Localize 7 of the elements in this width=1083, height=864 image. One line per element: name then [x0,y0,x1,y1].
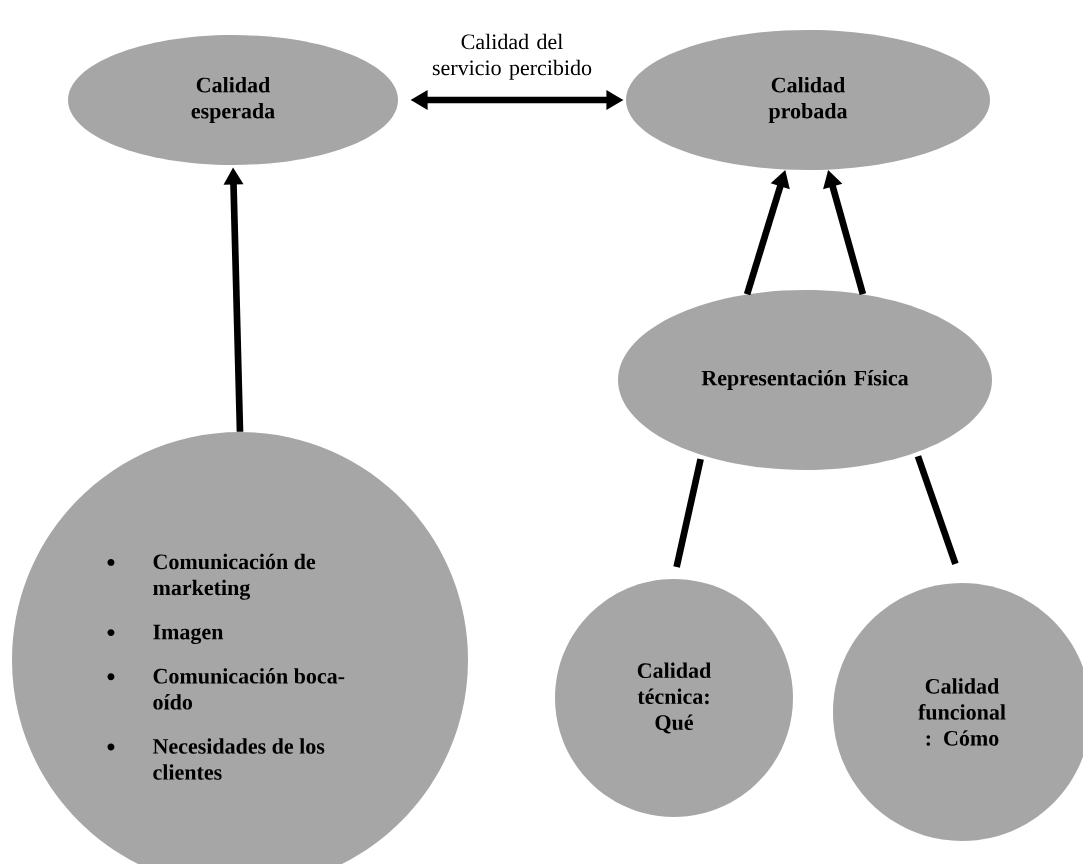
edge-label: Calidad del servicio percibido [432,33,592,80]
connector-line [673,458,704,568]
ellipse-node: Calidad probada [626,30,990,170]
connector-line [914,455,959,565]
ellipse-node: Calidad esperada [68,35,398,165]
circle-node: Calidad técnica: Qué [555,579,793,817]
ellipse-node: Representación Física [618,290,992,470]
